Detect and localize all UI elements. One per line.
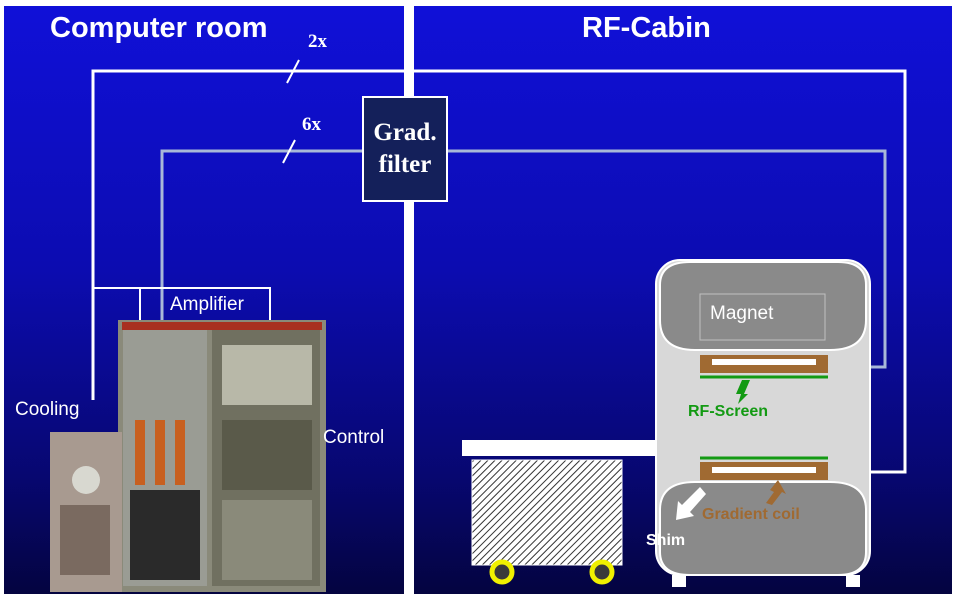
gradient-filter-label: Grad. filter	[373, 119, 437, 178]
control-label: Control	[323, 427, 385, 448]
magnet-label: Magnet	[710, 303, 774, 324]
foot-left	[672, 575, 686, 587]
equipment-cabinet-photo	[50, 320, 326, 592]
magnet-bottom	[659, 481, 867, 576]
table-wheel-left	[489, 559, 515, 585]
cable-count-6x: 6x	[302, 114, 321, 135]
cable-2x	[91, 69, 907, 474]
patient-table	[462, 440, 662, 585]
computer-room-title: Computer room	[50, 12, 268, 44]
gradient-filter-box: Grad. filter	[362, 96, 448, 202]
scanner	[655, 259, 871, 587]
cable-2x-tick	[286, 59, 300, 84]
table-wheel-right	[589, 559, 615, 585]
cable-6x-tick	[282, 139, 296, 164]
shim-arrow	[676, 487, 706, 520]
rf-screen-label: RF-Screen	[688, 403, 769, 420]
shim-label: Shim	[646, 532, 686, 549]
amplifier-bracket	[93, 287, 141, 320]
amplifier-bracket-inner	[140, 287, 271, 320]
gradient-coil-label: Gradient coil	[702, 506, 800, 523]
amplifier-label: Amplifier	[170, 294, 244, 315]
rf-screen-arrow	[736, 380, 750, 404]
rf-cabin-title: RF-Cabin	[582, 12, 711, 44]
magnet-label-box	[699, 293, 826, 341]
gradient-coil-arrow	[766, 480, 786, 505]
foot-right	[846, 575, 860, 587]
cable-count-2x: 2x	[308, 31, 327, 52]
cooling-label: Cooling	[15, 399, 80, 420]
